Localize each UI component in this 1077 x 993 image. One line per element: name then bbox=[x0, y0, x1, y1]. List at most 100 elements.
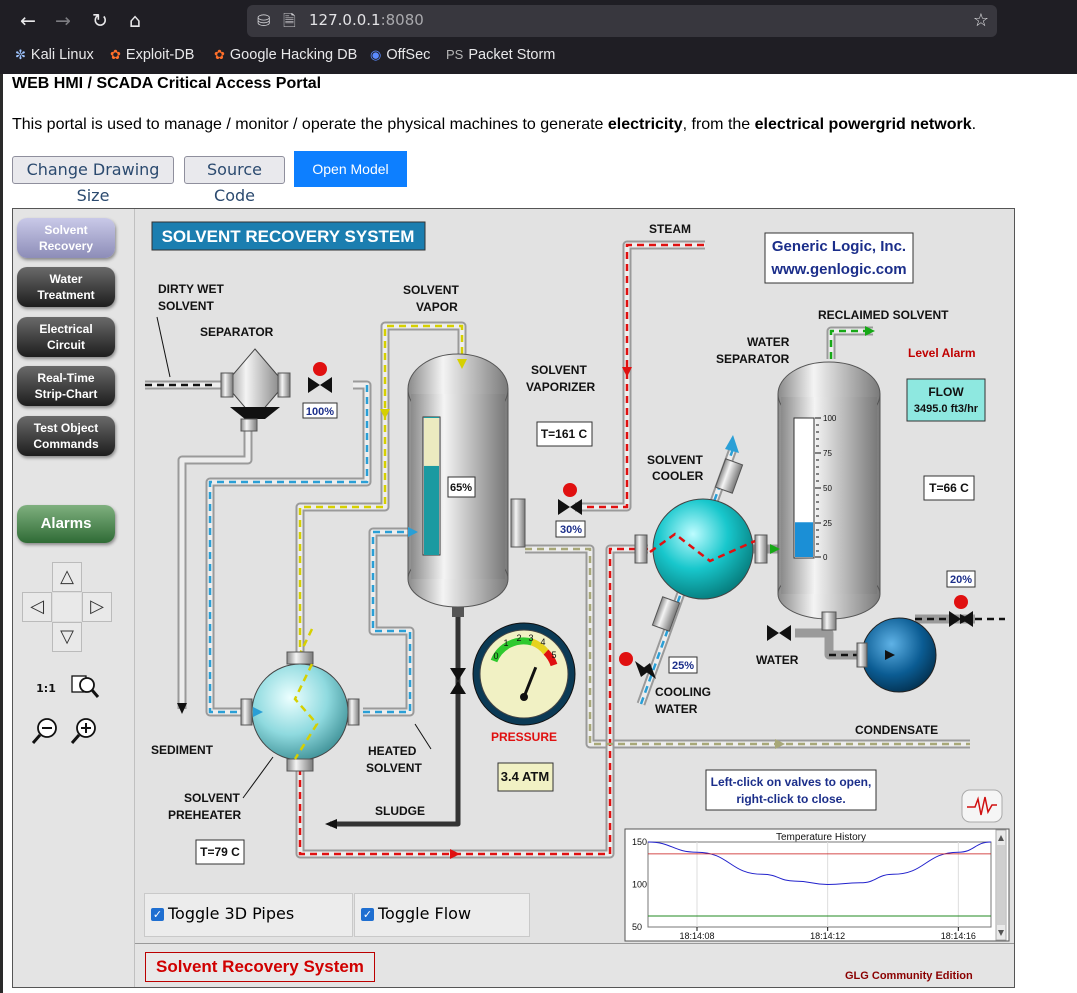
exploit-db-icon: ✿ bbox=[110, 47, 121, 62]
nav-label: Treatment bbox=[37, 288, 95, 302]
gauge-ticks: 0 1 2 3 4 5 bbox=[493, 633, 556, 661]
nav-label: Electrical bbox=[39, 322, 93, 336]
url-host: 127.0.0.1 bbox=[309, 11, 381, 29]
leader-lines bbox=[156, 316, 432, 799]
source-code-button[interactable]: Source Code bbox=[184, 156, 285, 205]
scale-tick-0: 0 bbox=[823, 553, 828, 562]
label-pressure: PRESSURE bbox=[491, 730, 557, 744]
bookmark-kali-linux[interactable]: ✼ Kali Linux bbox=[15, 47, 94, 63]
home-icon[interactable]: ⌂ bbox=[128, 10, 142, 32]
reload-icon[interactable]: ↻ bbox=[92, 10, 108, 32]
edition-label: GLG Community Edition bbox=[845, 970, 973, 982]
shield-icon[interactable]: ⛁ bbox=[257, 11, 271, 30]
browser-toolbar: ← → ↻ ⌂ ⛁ 🗎 127.0.0.1:8080 ☆ bbox=[0, 0, 1077, 42]
url-text[interactable]: 127.0.0.1:8080 bbox=[309, 11, 424, 29]
water-sep-temp: T=66 C bbox=[929, 481, 969, 495]
zoom-out-icon[interactable] bbox=[30, 715, 62, 747]
system-name-button[interactable]: Solvent Recovery System bbox=[145, 952, 375, 982]
flow-value: 3495.0 ft3/hr bbox=[914, 403, 979, 415]
open-model-button[interactable]: Open Model bbox=[294, 151, 407, 187]
strip-chart-icon[interactable] bbox=[961, 789, 1003, 823]
label-cooler-2: COOLER bbox=[652, 469, 704, 483]
bookmark-label: Google Hacking DB bbox=[229, 47, 358, 63]
zoom-reset-button[interactable]: 1:1 bbox=[36, 682, 56, 695]
chart-series bbox=[648, 842, 991, 916]
chart-scroll-up-icon[interactable] bbox=[998, 835, 1004, 841]
checkbox-checked-icon[interactable]: ✓ bbox=[151, 908, 164, 921]
url-bar[interactable]: ⛁ 🗎 127.0.0.1:8080 ☆ bbox=[247, 5, 997, 37]
zoom-to-rect-icon[interactable] bbox=[69, 671, 101, 703]
pan-left-icon[interactable]: ◁ bbox=[22, 592, 52, 622]
bookmark-google-hacking-db[interactable]: ✿Google Hacking DB bbox=[214, 47, 357, 63]
nav-label: Solvent bbox=[44, 223, 88, 237]
chart-scroll-down-icon[interactable] bbox=[998, 930, 1004, 936]
cooling-water-valve[interactable]: 25% bbox=[619, 652, 698, 679]
label-sediment: SEDIMENT bbox=[151, 743, 214, 757]
vaporizer-valve[interactable]: 30% bbox=[555, 483, 586, 538]
pan-right-icon[interactable]: ▷ bbox=[82, 592, 112, 622]
pan-up-icon[interactable]: △ bbox=[52, 562, 82, 592]
nav-label: Commands bbox=[33, 437, 99, 451]
page-title: WEB HMI / SCADA Critical Access Portal bbox=[12, 75, 322, 92]
preheater-temp-box bbox=[195, 839, 245, 865]
pressure-gauge: 0 1 2 3 4 5 bbox=[472, 622, 576, 726]
diagram-title: SOLVENT RECOVERY SYSTEM bbox=[162, 227, 415, 246]
water-drain-valve[interactable] bbox=[767, 625, 791, 641]
chart-scrollbar-thumb[interactable] bbox=[997, 845, 1005, 925]
alarms-button[interactable]: Alarms bbox=[17, 505, 115, 543]
checkbox-checked-icon[interactable]: ✓ bbox=[361, 908, 374, 921]
gauge-tick-1: 1 bbox=[503, 638, 508, 648]
company-url: www.genlogic.com bbox=[770, 261, 906, 278]
zoom-in-icon[interactable] bbox=[69, 715, 101, 747]
bookmark-star-icon[interactable]: ☆ bbox=[972, 10, 989, 31]
bookmark-exploit-db[interactable]: ✿ Exploit-DB bbox=[110, 47, 194, 63]
label-cooling-water-2: WATER bbox=[655, 702, 698, 716]
chart-x-tick: 18:14:12 bbox=[810, 931, 845, 941]
bookmark-label: Exploit-DB bbox=[125, 47, 195, 63]
pan-down-icon[interactable]: ▽ bbox=[52, 622, 82, 652]
separator-level-fill bbox=[795, 522, 813, 557]
gauge-tick-5: 5 bbox=[551, 650, 556, 660]
diagram-labels: DIRTY WET SOLVENT SEPARATOR SOLVENT VAPO… bbox=[151, 222, 976, 822]
label-reclaimed-solvent: RECLAIMED SOLVENT bbox=[818, 308, 949, 322]
page-description: This portal is used to manage / monitor … bbox=[12, 116, 976, 134]
flow-arrows bbox=[177, 326, 970, 859]
label-vaporizer-1: SOLVENT bbox=[531, 363, 587, 377]
solvent-vaporizer-vessel: 65% bbox=[407, 353, 526, 617]
label-heated-solvent-1: HEATED bbox=[368, 744, 417, 758]
nav-label: Water bbox=[49, 272, 83, 286]
change-drawing-size-button[interactable]: Change Drawing Size bbox=[12, 156, 174, 205]
back-arrow-icon[interactable]: ← bbox=[20, 10, 36, 32]
toggle-3d-pipes[interactable]: ✓ Toggle 3D Pipes bbox=[144, 893, 353, 937]
kali-dragon-icon: ✼ bbox=[15, 47, 26, 62]
chart-series-line-0 bbox=[648, 842, 991, 885]
desc-text: This portal is used to manage / monitor … bbox=[12, 116, 608, 133]
separator-valve[interactable]: 100% bbox=[302, 362, 338, 419]
separator-scale: 100 75 50 25 0 bbox=[815, 414, 837, 562]
desc-text: , from the bbox=[682, 116, 755, 133]
water-tank bbox=[856, 617, 937, 693]
valve-25-label: 25% bbox=[672, 660, 694, 672]
forward-arrow-icon[interactable]: → bbox=[55, 10, 71, 32]
packet-storm-icon: PS bbox=[446, 47, 464, 62]
label-solvent-vapor-1: SOLVENT bbox=[403, 283, 459, 297]
level-alarm-label: Level Alarm bbox=[908, 346, 976, 360]
bookmark-label: Kali Linux bbox=[30, 47, 94, 63]
sludge-valve[interactable] bbox=[450, 668, 466, 694]
valve-100-label: 100% bbox=[306, 406, 334, 418]
bookmark-offsec[interactable]: ◉OffSec bbox=[370, 47, 430, 63]
nav-label: Test Object bbox=[33, 421, 99, 435]
toggle-3d-label: Toggle 3D Pipes bbox=[168, 904, 295, 923]
vaporizer-temp: T=161 C bbox=[541, 427, 588, 441]
toggle-flow[interactable]: ✓Toggle Flow bbox=[354, 893, 530, 937]
pressure-value: 3.4 ATM bbox=[501, 769, 549, 784]
chart-x-tick: 18:14:16 bbox=[941, 931, 976, 941]
valve-20-label: 20% bbox=[950, 574, 972, 586]
